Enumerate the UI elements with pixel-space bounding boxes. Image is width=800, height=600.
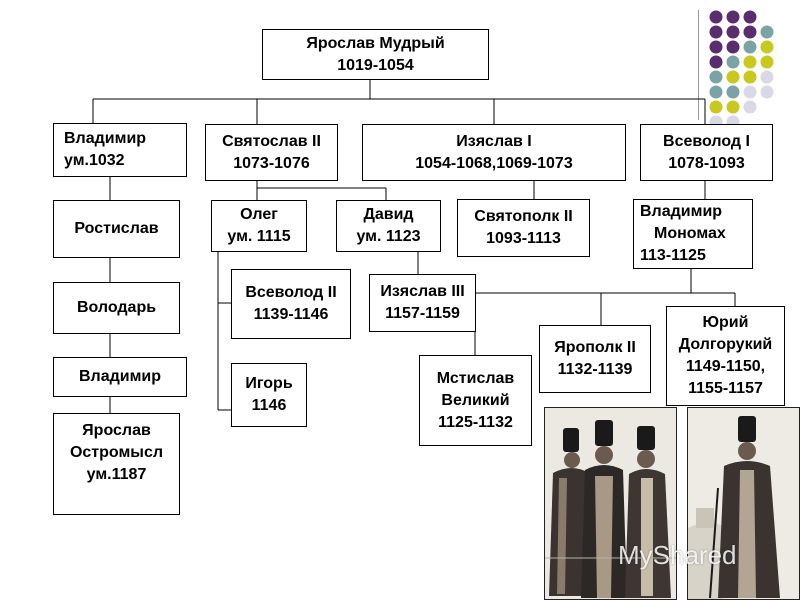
node-line: 1149-1150, <box>685 358 766 375</box>
node-igor: Игорь 1146 <box>231 363 307 427</box>
decorative-dot <box>743 25 757 39</box>
node-david: Давид ум. 1123 <box>336 200 441 252</box>
node-line: 1078-1093 <box>668 154 745 172</box>
node-years: 1019-1054 <box>337 56 414 74</box>
node-vladimir-grandson: Владимир <box>53 357 187 397</box>
decorative-dot <box>743 100 757 114</box>
node-line: Мономах <box>654 225 726 242</box>
decorative-rule <box>698 10 699 120</box>
decorative-dot <box>760 85 774 99</box>
node-line: Святополк II <box>474 208 573 225</box>
decorative-dot <box>760 55 774 69</box>
decorative-dot <box>760 25 774 39</box>
node-vladimir-monomakh: Владимир Мономах 113-1125 <box>633 199 753 269</box>
node-line: 1073-1076 <box>233 154 310 172</box>
decorative-dot <box>709 25 723 39</box>
boyars-illustration <box>544 407 677 600</box>
decorative-dot <box>709 10 723 24</box>
node-line: Изяслав III <box>380 283 465 300</box>
decorative-dot <box>726 40 740 54</box>
decorative-dot <box>709 100 723 114</box>
decorative-dot <box>760 70 774 84</box>
node-line: Святослав II <box>222 132 321 150</box>
node-line: Остромысл <box>69 444 164 461</box>
node-line: Долгорукий <box>678 336 773 353</box>
node-line: 1155-1157 <box>688 380 763 397</box>
decorative-dot <box>743 10 757 24</box>
node-line: Ростислав <box>74 220 159 237</box>
watermark: MyShared <box>618 540 737 570</box>
node-line: Давид <box>363 206 414 223</box>
decorative-dot <box>743 70 757 84</box>
node-line: ум.1032 <box>64 152 125 169</box>
node-izyaslav-iii: Изяслав III 1157-1159 <box>369 274 476 332</box>
node-izyaslav-i: Изяслав I 1054-1068,1069-1073 <box>362 124 626 181</box>
node-line: Игорь <box>245 375 293 392</box>
node-line: Всеволод I <box>663 132 750 150</box>
node-line: Владимир <box>640 203 723 220</box>
node-line: ум.1187 <box>86 466 147 483</box>
node-line: Владимир <box>64 130 147 147</box>
node-svyatopolk-ii: Святополк II 1093-1113 <box>457 199 590 257</box>
node-line: Ярополк II <box>554 339 636 356</box>
node-line: 1139-1146 <box>253 306 329 323</box>
decorative-dot <box>743 40 757 54</box>
decorative-dot <box>743 55 757 69</box>
node-svyatoslav-ii: Святослав II 1073-1076 <box>205 124 338 181</box>
node-line: 1157-1159 <box>385 305 460 322</box>
node-vsevolod-i: Всеволод I 1078-1093 <box>640 124 773 181</box>
node-line: ум. 1123 <box>356 228 421 245</box>
node-line: Изяслав I <box>456 132 532 150</box>
node-line: 1146 <box>251 397 287 414</box>
node-line: Владимир <box>78 368 162 385</box>
decorative-dot <box>726 70 740 84</box>
node-line: 1125-1132 <box>438 413 513 431</box>
node-yaroslav-the-wise: Ярослав Мудрый 1019-1054 <box>262 29 489 80</box>
node-yuri-dolgoruky: Юрий Долгорукий 1149-1150, 1155-1157 <box>666 306 785 406</box>
decorative-dot <box>709 70 723 84</box>
node-line: Юрий <box>702 314 749 331</box>
node-yaropolk-ii: Ярополк II 1132-1139 <box>539 325 651 393</box>
node-mstislav-the-great: Мстислав Великий 1125-1132 <box>419 355 532 446</box>
node-name: Ярослав Мудрый <box>306 34 445 52</box>
standing-boyar-illustration <box>687 407 800 600</box>
node-vsevolod-ii: Всеволод II 1139-1146 <box>231 269 351 339</box>
node-line: Великий <box>441 391 510 409</box>
decorative-dot <box>726 10 740 24</box>
node-oleg: Олег ум. 1115 <box>211 200 307 252</box>
decorative-dot <box>743 85 757 99</box>
decorative-dot <box>709 55 723 69</box>
node-line: Володарь <box>76 299 157 316</box>
node-line: 1132-1139 <box>557 361 633 378</box>
node-vladimir-d1032: Владимир ум.1032 <box>53 123 187 177</box>
decorative-dot <box>726 55 740 69</box>
node-line: Ярослав <box>82 422 151 439</box>
decorative-dot <box>709 40 723 54</box>
decorative-dot <box>726 100 740 114</box>
node-line: 1054-1068,1069-1073 <box>415 154 573 172</box>
node-line: Всеволод II <box>245 284 337 301</box>
node-line: Мстислав <box>436 369 515 387</box>
node-line: 1093-1113 <box>486 230 561 247</box>
node-line: Олег <box>240 206 278 223</box>
node-line: 113-1125 <box>640 247 706 264</box>
node-yaroslav-ostromysl: Ярослав Остромысл ум.1187 <box>53 413 180 515</box>
node-line: ум. 1115 <box>227 228 291 245</box>
decorative-dot <box>760 40 774 54</box>
decorative-dot <box>726 85 740 99</box>
node-volodar: Володарь <box>53 282 180 334</box>
node-rostislav: Ростислав <box>53 200 180 258</box>
decorative-dot <box>709 85 723 99</box>
decorative-dot <box>726 25 740 39</box>
